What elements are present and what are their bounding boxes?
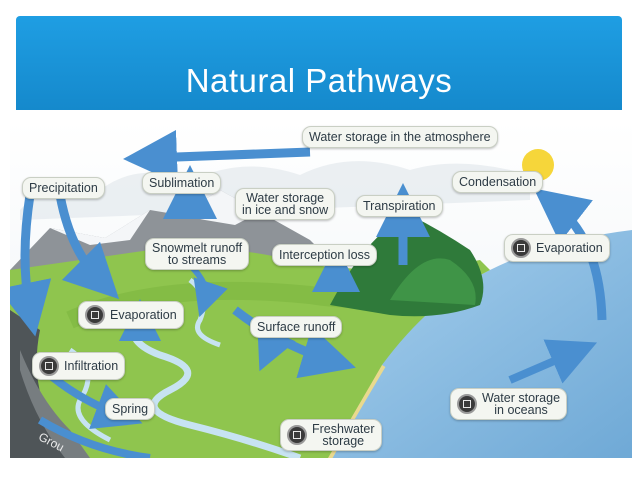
video-icon	[39, 356, 59, 376]
label-evaporation-land-text: Evaporation	[110, 308, 177, 322]
stream	[129, 312, 302, 458]
forest-light	[390, 258, 476, 305]
video-icon	[511, 238, 531, 258]
label-freshwater-line2: storage	[322, 434, 365, 448]
label-freshwater-text: Freshwater storage	[312, 422, 375, 448]
label-condensation: Condensation	[452, 171, 544, 193]
label-freshwater-line1: Freshwater	[312, 422, 375, 436]
arrow-atmosphere-west	[123, 130, 311, 184]
label-interception-loss: Interception loss	[272, 244, 378, 266]
label-ice-snow-line2: in ice and snow	[242, 203, 329, 217]
slide-title: Natural Pathways	[185, 62, 453, 99]
label-spring: Spring	[105, 398, 156, 420]
ground-layer	[20, 350, 90, 458]
label-evaporation-sea: Evaporation	[504, 234, 610, 262]
arrow-precipitation-1	[10, 194, 52, 337]
arrow-groundwater	[37, 416, 151, 458]
arrow-ocean	[508, 339, 598, 384]
label-snowmelt-line2: to streams	[167, 253, 227, 267]
label-snowmelt-runoff: Snowmelt runoff to streams	[145, 238, 250, 270]
label-oceans-text: Water storage in oceans	[482, 391, 561, 417]
label-evaporation-sea-text: Evaporation	[536, 241, 603, 255]
label-infiltration-text: Infiltration	[64, 359, 119, 373]
label-water-storage-ice-snow: Water storage in ice and snow	[235, 188, 336, 220]
label-surface-runoff: Surface runoff	[250, 316, 343, 338]
label-water-storage-atmosphere: Water storage in the atmosphere	[302, 126, 498, 148]
video-icon	[457, 394, 477, 414]
label-transpiration: Transpiration	[356, 195, 443, 217]
label-ice-snow-line1: Water storage	[246, 191, 325, 205]
title-bar: Natural Pathways	[16, 16, 622, 110]
label-freshwater-storage: Freshwater storage	[280, 419, 382, 451]
water-cycle-diagram: Water storage in the atmosphere Precipit…	[10, 120, 632, 458]
label-snowmelt-line1: Snowmelt runoff	[152, 241, 243, 255]
label-evaporation-land: Evaporation	[78, 301, 184, 329]
ground-section	[10, 310, 70, 458]
video-icon	[287, 425, 307, 445]
label-infiltration: Infiltration	[32, 352, 126, 380]
label-precipitation: Precipitation	[22, 177, 105, 199]
arrow-precipitation-2	[55, 194, 120, 300]
video-icon	[85, 305, 105, 325]
label-oceans-line1: Water storage	[482, 391, 561, 405]
label-sublimation: Sublimation	[142, 172, 222, 194]
label-oceans-line2: in oceans	[494, 403, 548, 417]
label-water-storage-oceans: Water storage in oceans	[450, 388, 568, 420]
